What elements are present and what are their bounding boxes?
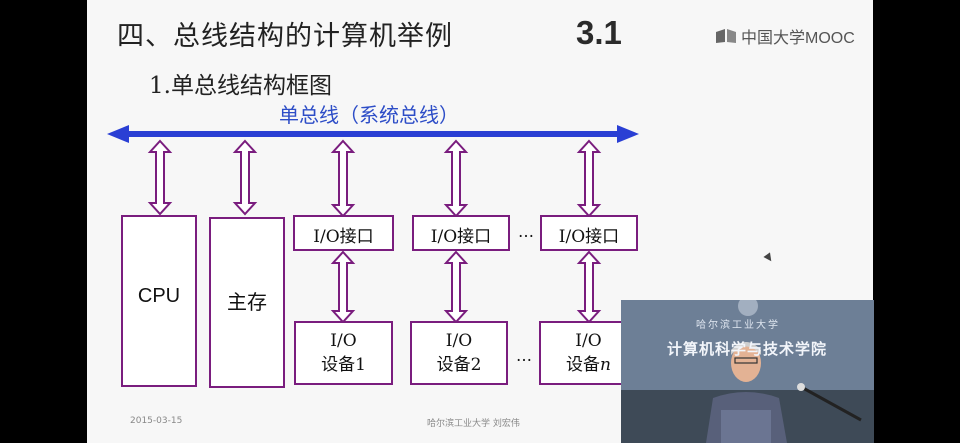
memory-box bbox=[209, 217, 285, 388]
io-device-box-1 bbox=[294, 321, 393, 385]
io-device-1: I/O 设备1 bbox=[295, 329, 392, 377]
device-2-line1: I/O bbox=[445, 331, 473, 351]
mooc-logo-text: 中国大学MOOC bbox=[741, 30, 855, 47]
footer-center: 哈尔滨工业大学 刘宏伟 bbox=[427, 419, 520, 429]
bus-diagram bbox=[107, 125, 639, 388]
interface-ellipsis: … bbox=[518, 222, 534, 241]
io-interface-label-1: I/O接口 bbox=[313, 227, 374, 247]
mooc-logo-icon bbox=[715, 28, 737, 44]
footer-date: 2015-03-15 bbox=[130, 416, 183, 426]
io-interface-label-2: I/O接口 bbox=[430, 227, 492, 247]
io-interface-box-n bbox=[540, 215, 638, 251]
device-n-line2: 设备n bbox=[540, 353, 637, 377]
diagram-subtitle: 1.单总线结构框图 bbox=[149, 73, 332, 99]
cpu-bus-connector bbox=[147, 139, 173, 216]
io-interface-box-1 bbox=[293, 215, 394, 251]
interface1-bus-connector bbox=[330, 139, 356, 218]
device-1-line1: I/O bbox=[330, 331, 357, 351]
devicen-connector bbox=[576, 250, 602, 324]
section-number: 3.1 bbox=[576, 14, 622, 51]
device-2-line2: 设备2 bbox=[436, 355, 482, 375]
device-n-prefix: 设备 bbox=[566, 355, 601, 375]
io-device-2: I/O 设备2 bbox=[411, 329, 507, 377]
device1-connector bbox=[330, 250, 356, 324]
interfacen-bus-connector bbox=[576, 139, 602, 218]
bus-connectors bbox=[147, 139, 602, 324]
io-interface-label-n: I/O接口 bbox=[558, 227, 620, 247]
slide: 四、总线结构的计算机举例 3.1 中国大学MOOC 1.单总线结构框图 单总线（… bbox=[87, 0, 873, 443]
device-n-line1: I/O bbox=[575, 331, 602, 351]
device2-connector bbox=[443, 250, 469, 324]
memory-bus-connector bbox=[232, 139, 258, 216]
video-sign-university: 哈尔滨工业大学 bbox=[696, 320, 780, 331]
interface2-bus-connector bbox=[443, 139, 469, 218]
io-device-n: I/O 设备n bbox=[540, 329, 637, 377]
cpu-box bbox=[121, 215, 197, 387]
device-ellipsis: … bbox=[516, 346, 532, 365]
video-sign-school: 计算机科学与技术学院 bbox=[667, 340, 828, 358]
io-device-box-n bbox=[539, 321, 638, 385]
cpu-label: CPU bbox=[137, 285, 181, 307]
system-bus-arrow bbox=[107, 125, 639, 143]
lecturer-figure bbox=[621, 300, 874, 443]
io-device-box-2 bbox=[410, 321, 508, 385]
io-interface-box-2 bbox=[412, 215, 510, 251]
lecturer-video[interactable]: 哈尔滨工业大学 计算机科学与技术学院 bbox=[621, 300, 874, 443]
slide-title: 四、总线结构的计算机举例 bbox=[117, 21, 453, 52]
bus-label: 单总线（系统总线） bbox=[279, 103, 459, 127]
device-n-suffix: n bbox=[600, 355, 611, 375]
mooc-logo: 中国大学MOOC bbox=[715, 24, 855, 48]
device-1-line2: 设备1 bbox=[321, 355, 366, 375]
memory-label: 主存 bbox=[227, 290, 267, 314]
